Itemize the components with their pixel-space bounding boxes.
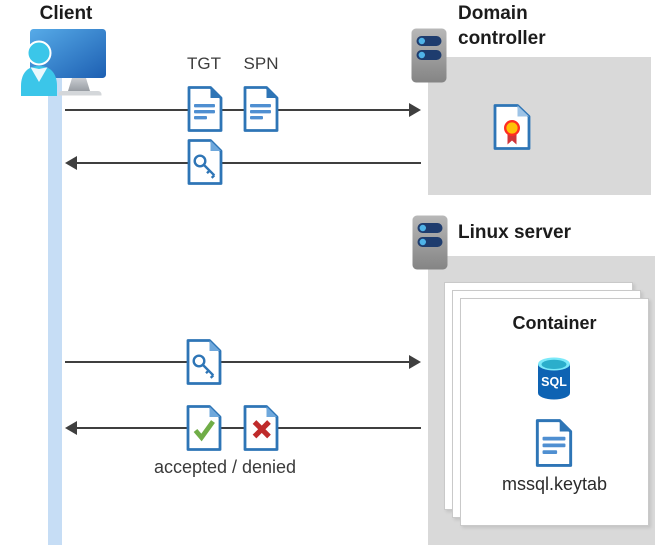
spn-document-icon	[243, 86, 279, 132]
domain-controller-box	[428, 57, 651, 195]
accepted-document-icon	[186, 405, 222, 451]
keytab-document-icon	[535, 419, 573, 467]
tgt-label: TGT	[187, 54, 221, 73]
key-icon	[193, 154, 216, 179]
container-title: Container	[512, 313, 597, 333]
linux-server-icon	[412, 215, 448, 270]
arrow-right-head-icon	[409, 355, 421, 369]
check-icon	[193, 420, 215, 442]
arrow-left-head-icon	[65, 156, 77, 170]
client-monitor-user-icon	[21, 29, 106, 96]
spn-label: SPN	[243, 54, 279, 73]
certificate-seal	[503, 120, 521, 137]
key-icon	[192, 354, 215, 379]
monitor-base	[58, 91, 102, 96]
monitor-stand	[68, 78, 90, 91]
person-collar	[30, 67, 48, 82]
arrow-left-head-icon	[65, 421, 77, 435]
key-ticket-document-icon	[187, 139, 223, 185]
denied-document-icon	[243, 405, 279, 451]
client-title: Client	[39, 3, 93, 24]
keytab-filename-label: mssql.keytab	[501, 474, 608, 494]
tgt-document-icon	[187, 86, 223, 132]
arrow-dc-to-client	[65, 156, 421, 170]
arrow-client-to-linux	[65, 355, 421, 369]
linux-server-title: Linux server	[458, 222, 571, 243]
sql-database-icon: SQL	[538, 357, 570, 400]
monitor-screen	[30, 29, 106, 78]
person-head	[26, 40, 52, 66]
cross-icon	[252, 420, 271, 439]
client-lifeline	[48, 74, 62, 545]
domain-controller-title: Domain controller	[458, 3, 546, 49]
container-card-front: Container SQL mssql.keytab	[460, 298, 649, 526]
key-ticket-document-icon-2	[186, 339, 222, 385]
arrow-client-to-dc	[65, 103, 421, 117]
domain-controller-server-icon	[411, 28, 447, 83]
certificate-icon	[493, 104, 531, 150]
accepted-denied-label: accepted / denied	[153, 457, 297, 477]
sql-icon-label: SQL	[541, 375, 567, 389]
arrow-right-head-icon	[409, 103, 421, 117]
